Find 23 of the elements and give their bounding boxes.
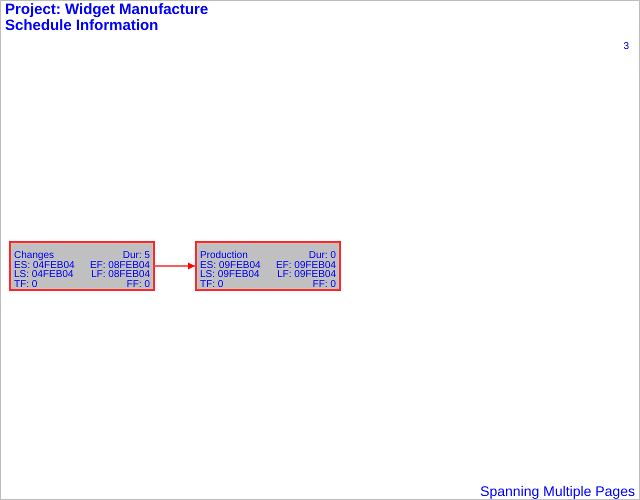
page-number: 3: [623, 41, 629, 52]
schedule-field: ES: 04FEB04: [14, 260, 80, 270]
caption: Spanning Multiple Pages: [480, 483, 635, 499]
schedule-field: LF: 08FEB04: [84, 270, 150, 280]
schedule-field: LS: 04FEB04: [14, 270, 80, 280]
schedule-field: Dur: 0: [270, 251, 336, 260]
activity-box: [195, 241, 341, 291]
arrow: [155, 262, 195, 270]
activity-name: Changes: [14, 251, 56, 260]
activity-box: [9, 241, 155, 291]
schedule-field: TF: 0: [200, 280, 266, 289]
schedule-field: TF: 0: [14, 280, 80, 289]
schedule-field: LS: 09FEB04: [200, 270, 266, 280]
subtitle: Schedule Information: [5, 17, 158, 34]
activity-name: Production: [200, 251, 249, 260]
schedule-field: Dur: 5: [84, 251, 150, 260]
schedule-field: FF: 0: [270, 280, 336, 289]
schedule-field: EF: 08FEB04: [84, 260, 150, 270]
schedule-field: LF: 09FEB04: [270, 270, 336, 280]
schedule-field: FF: 0: [84, 280, 150, 289]
title: Project: Widget Manufacture: [5, 1, 208, 18]
schedule-field: EF: 09FEB04: [270, 260, 336, 270]
schedule-field: ES: 09FEB04: [200, 260, 266, 270]
